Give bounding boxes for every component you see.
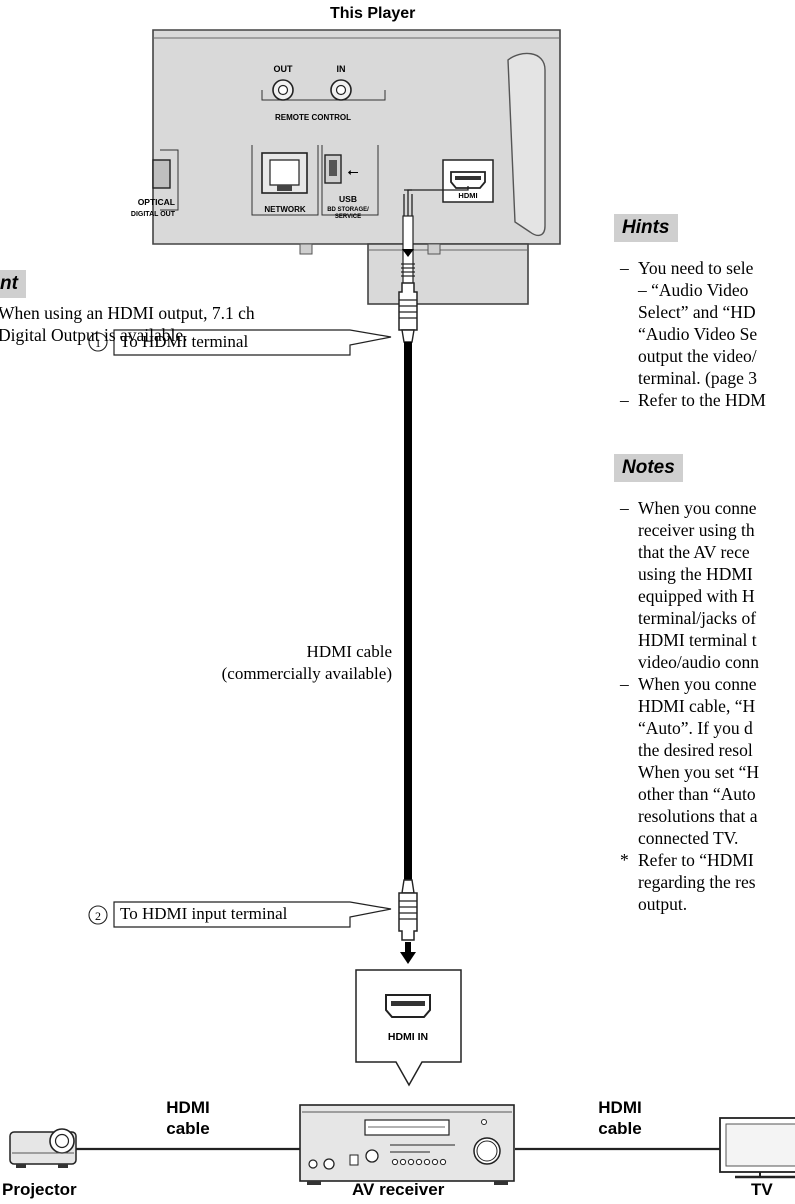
receiver-label: AV receiver [352,1180,445,1199]
usb-label: USB [339,194,357,204]
usb-storage-label: BD STORAGE/ [327,207,369,213]
notes-item-3: * Refer to “HDMI regarding the res outpu… [620,850,756,914]
arrow-down-icon [400,952,416,964]
callout-2-text: To HDMI input terminal [120,904,288,923]
projector-icon [9,1128,77,1168]
hdmi-in-callout: HDMI IN [355,969,462,1087]
notes-item-1: – When you conne receiver using th that … [620,498,760,672]
cable-left-label: HDMI cable [166,1098,210,1138]
usb-symbol-icon: ⭠ [347,163,358,179]
hdmi-cable-body [404,342,412,880]
callout-2: 2 [88,901,392,928]
callout-1-text: To HDMI terminal [120,332,249,351]
hints-item-2: – Refer to the HDM [620,390,766,410]
usb-port: ⭠ USB BD STORAGE/ SERVICE [321,145,379,220]
remote-out-label: OUT [274,64,294,74]
hint-line-2: Digital Output is available. [0,325,188,345]
hdmi-plug-bottom [398,879,418,941]
player-hdmi-label: HDMI [458,191,477,200]
player-title: This Player [330,5,416,22]
svg-text:1: 1 [95,336,101,350]
optical-port: OPTICAL DIGITAL OUT [131,149,179,218]
cable-label-line2: (commercially available) [221,664,392,683]
notes-list: – When you conne receiver using th that … [620,497,759,915]
hdmi-in-label: HDMI IN [388,1031,428,1043]
player-hdmi-port: HDMI [442,159,494,203]
svg-text:2: 2 [95,909,101,923]
tv-icon [719,1117,795,1179]
cable-label-line1: HDMI cable [306,642,392,661]
remote-control-label: REMOTE CONTROL [275,113,351,122]
digital-out-label: DIGITAL OUT [131,211,176,218]
cable-label: HDMI cable (commercially available) [180,641,392,685]
cable-right-label: HDMI cable [598,1098,642,1138]
notes-tag: Notes [614,454,683,482]
remote-control-jacks: OUT IN REMOTE CONTROL [261,64,386,122]
remote-in-label: IN [337,64,346,74]
network-port: NETWORK [251,145,319,216]
hints-list: – You need to sele – “Audio Video Select… [620,257,766,411]
av-receiver-icon [299,1104,515,1185]
arrow-up-icon [402,249,414,257]
tv-label: TV [751,1180,773,1199]
usb-service-label: SERVICE [335,214,361,220]
hints-tag: Hints [614,214,678,242]
callout-1: 1 [88,329,392,356]
hdmi-plug-top [398,282,418,343]
optical-label: OPTICAL [138,197,175,207]
hint-line-1: When using an HDMI output, 7.1 ch [0,303,255,323]
hints-item-1: – You need to sele – “Audio Video Select… [620,258,758,388]
projector-label: Projector [2,1180,77,1199]
arrow-shaft [405,942,411,952]
hint-tag: nt [0,270,26,298]
network-label: NETWORK [264,205,306,214]
notes-item-2: – When you conne HDMI cable, “H “Auto”. … [620,674,760,848]
